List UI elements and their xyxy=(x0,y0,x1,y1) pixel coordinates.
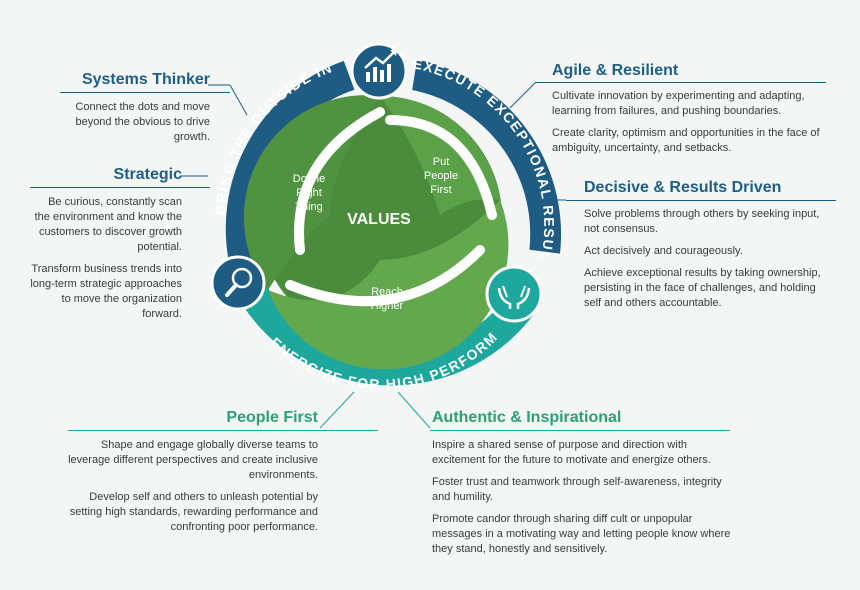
competency-people-first: People First Shape and engage globally d… xyxy=(60,408,378,542)
ring-segment-execute-results xyxy=(412,59,562,254)
divider xyxy=(566,200,836,201)
swirl-segment-reach-higher xyxy=(268,200,509,370)
competency-title: Agile & Resilient xyxy=(552,62,679,79)
competency-strategic: Strategic Be curious, constantly scan th… xyxy=(30,165,210,329)
divider xyxy=(68,430,378,431)
competency-paragraph: Connect the dots and move beyond the obv… xyxy=(75,101,210,143)
connector-line xyxy=(509,81,537,109)
swirl-segment-do-the-right-thing xyxy=(243,95,380,290)
ring-segment-energize xyxy=(233,277,542,386)
competency-decisive-results: Decisive & Results Driven Solve problems… xyxy=(566,178,836,318)
competency-paragraph: Create clarity, optimism and opportuniti… xyxy=(552,127,820,154)
divider xyxy=(536,82,826,83)
divider xyxy=(30,187,210,188)
swirl-divider xyxy=(285,245,485,307)
competency-systems-thinker: Systems Thinker Connect the dots and mov… xyxy=(60,70,230,152)
swirl-divider xyxy=(385,115,497,220)
competency-paragraph: Cultivate innovation by experimenting an… xyxy=(552,90,805,117)
magnifier-icon xyxy=(210,255,266,311)
competency-authentic-inspirational: Authentic & Inspirational Inspire a shar… xyxy=(430,408,732,564)
ring-segment-bring-outside-in xyxy=(225,60,355,271)
competency-paragraph: Solve problems through others by seeking… xyxy=(584,208,820,235)
swirl-divider xyxy=(294,107,385,255)
values-center xyxy=(344,182,416,254)
competency-paragraph: Shape and engage globally diverse teams … xyxy=(68,439,318,481)
competency-title: Systems Thinker xyxy=(81,71,210,88)
competency-title: Strategic xyxy=(113,166,182,183)
divider xyxy=(430,430,730,431)
competency-paragraph: Promote candor through sharing diff cult… xyxy=(432,513,731,555)
hands-icon xyxy=(485,265,543,323)
connector-line xyxy=(397,391,431,429)
competency-paragraph: Foster trust and teamwork through self-a… xyxy=(432,476,722,503)
values-center-label: VALUES xyxy=(347,211,411,228)
competency-paragraph: Develop self and others to unleash poten… xyxy=(69,491,318,533)
divider xyxy=(60,92,230,93)
competency-paragraph: Inspire a shared sense of purpose and di… xyxy=(432,439,711,466)
connector-line xyxy=(319,391,355,429)
competency-paragraph: Achieve exceptional results by taking ow… xyxy=(584,267,821,309)
chart-icon xyxy=(350,42,408,100)
competency-title: Authentic & Inspirational xyxy=(432,409,622,426)
competency-title: Decisive & Results Driven xyxy=(584,179,782,196)
connector-line xyxy=(229,84,248,116)
competency-paragraph: Transform business trends into long-term… xyxy=(30,263,182,320)
competency-paragraph: Be curious, constantly scan the environm… xyxy=(34,196,182,253)
competency-paragraph: Act decisively and courageously. xyxy=(584,245,743,257)
competency-title: People First xyxy=(226,409,318,426)
competency-agile-resilient: Agile & Resilient Cultivate innovation b… xyxy=(536,61,827,163)
